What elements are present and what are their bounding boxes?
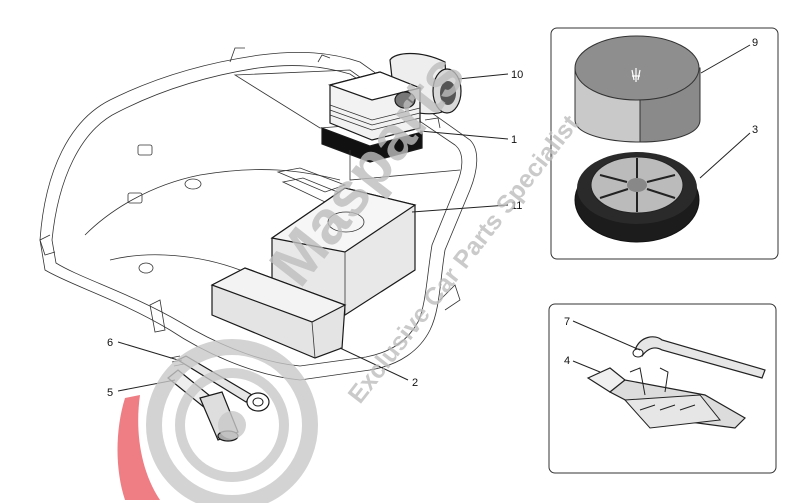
callout-6: 6: [107, 337, 113, 349]
trunk-floor-outline: [39, 47, 478, 381]
wheel-bag-part: [574, 35, 701, 143]
watermark-logo-icon: [117, 339, 318, 503]
callout-1: 1: [511, 134, 517, 146]
callout-5: 5: [107, 387, 113, 399]
storage-box-part: [270, 187, 417, 316]
foam-tray-part: [210, 267, 347, 359]
callout-7: 7: [564, 316, 570, 328]
callout-labels: 1 2 3 4 5 6 7 9 10 11: [107, 37, 758, 399]
spare-wheel-part: [574, 152, 700, 243]
callout-11: 11: [511, 200, 522, 212]
spare-wheel-panel: [550, 27, 779, 260]
compressor-box-part: [321, 71, 461, 181]
scissor-jack-part: [586, 367, 746, 429]
callout-10: 10: [511, 69, 523, 81]
callout-9: 9: [752, 37, 758, 49]
callout-2: 2: [412, 377, 418, 389]
trident-logo-icon: [631, 68, 641, 82]
callout-3: 3: [752, 124, 758, 136]
jack-handle-part: [632, 336, 766, 379]
callout-4: 4: [564, 355, 570, 367]
jack-panel: [548, 303, 777, 474]
